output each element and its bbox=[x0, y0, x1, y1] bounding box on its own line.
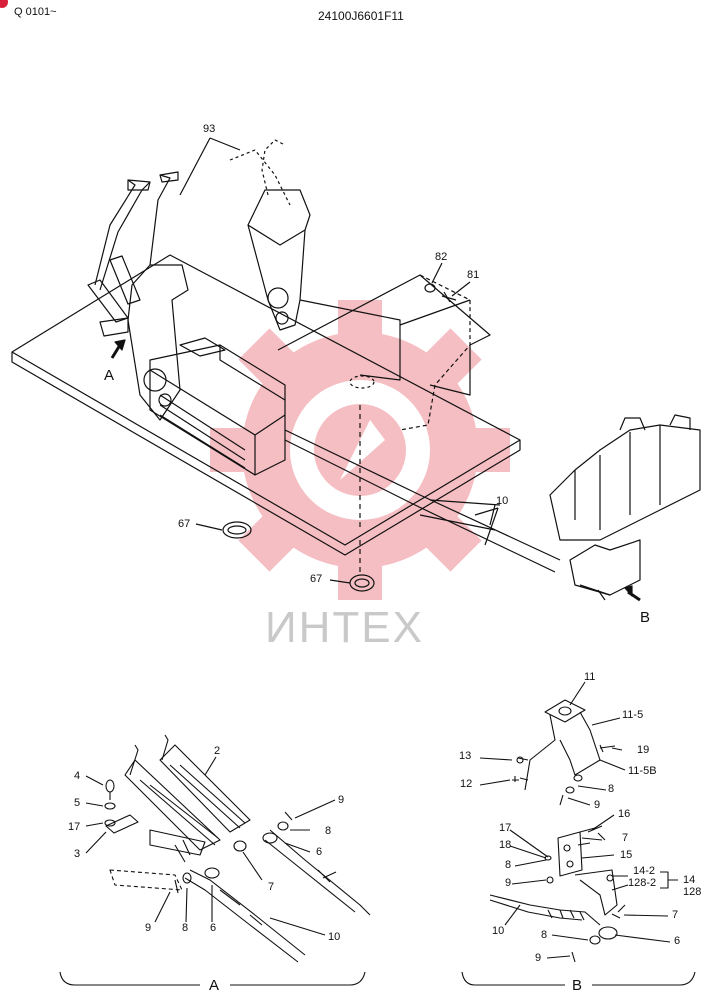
callout-10: 10 bbox=[496, 495, 509, 507]
detail-b-callout-11-5b: 11-5B bbox=[628, 765, 657, 777]
detail-b-callout-8-top: 8 bbox=[608, 783, 615, 795]
doc-code: 24100J6601F11 bbox=[318, 9, 404, 23]
callout-67-bottom: 67 bbox=[310, 573, 323, 585]
detail-b-callout-11-5: 11-5 bbox=[622, 709, 644, 721]
page-badge-icon bbox=[0, 0, 8, 8]
detail-b-callout-12: 12 bbox=[460, 778, 473, 790]
detail-b-callout-14-2: 14-2 bbox=[633, 865, 656, 877]
detail-a-callout-8-bottom: 8 bbox=[182, 922, 189, 934]
view-a-arrow-label: A bbox=[104, 367, 115, 384]
detail-a-callout-3: 3 bbox=[74, 848, 81, 860]
detail-b-callout-128: 128 bbox=[683, 886, 702, 898]
detail-b-callout-8-mid: 8 bbox=[505, 859, 512, 871]
detail-a-callout-5: 5 bbox=[74, 797, 81, 809]
detail-a-callout-7: 7 bbox=[268, 881, 275, 893]
left-code: Q 0101~ bbox=[14, 6, 57, 18]
detail-a-callout-10: 10 bbox=[328, 931, 341, 943]
callout-93: 93 bbox=[203, 123, 216, 135]
view-b-arrow-label: B bbox=[640, 609, 651, 626]
detail-b-callout-18: 18 bbox=[499, 839, 512, 851]
detail-a-callout-9-top: 9 bbox=[338, 794, 345, 806]
callout-82: 82 bbox=[435, 251, 448, 263]
detail-b-callout-6: 6 bbox=[674, 935, 681, 947]
detail-a-callout-17: 17 bbox=[68, 821, 81, 833]
detail-a-callout-6-bottom: 6 bbox=[210, 922, 217, 934]
detail-b-callout-13: 13 bbox=[459, 750, 472, 762]
detail-b-callout-15: 15 bbox=[620, 849, 633, 861]
detail-b-callout-9-bottom: 9 bbox=[535, 952, 542, 964]
detail-a-callout-2: 2 bbox=[214, 745, 221, 757]
detail-b-callout-128-2: 128-2 bbox=[628, 877, 657, 889]
callout-81: 81 bbox=[467, 269, 480, 281]
watermark-text: ИНТЕХ bbox=[265, 603, 424, 652]
detail-b-callout-8-bottom: 8 bbox=[541, 929, 548, 941]
detail-a-callout-8-right: 8 bbox=[325, 825, 332, 837]
detail-b-callout-14: 14 bbox=[683, 874, 696, 886]
detail-a-caption: A bbox=[209, 977, 220, 994]
detail-b-caption: B bbox=[572, 977, 583, 994]
detail-a-callout-9-bottom: 9 bbox=[145, 922, 152, 934]
detail-b-callout-10: 10 bbox=[492, 925, 505, 937]
detail-b-callout-7-bottom: 7 bbox=[672, 909, 679, 921]
detail-b-callout-11: 11 bbox=[584, 671, 596, 683]
detail-b-callout-17: 17 bbox=[499, 822, 512, 834]
detail-b-callout-16: 16 bbox=[618, 808, 631, 820]
detail-b-callout-19: 19 bbox=[637, 744, 650, 756]
detail-a-callout-4: 4 bbox=[74, 770, 81, 782]
detail-b-callout-9-mid: 9 bbox=[505, 877, 512, 889]
detail-b-callout-9-top: 9 bbox=[594, 799, 601, 811]
callout-67-left: 67 bbox=[178, 518, 191, 530]
detail-a-callout-6-right: 6 bbox=[316, 846, 323, 858]
detail-b-callout-7-top: 7 bbox=[622, 832, 629, 844]
